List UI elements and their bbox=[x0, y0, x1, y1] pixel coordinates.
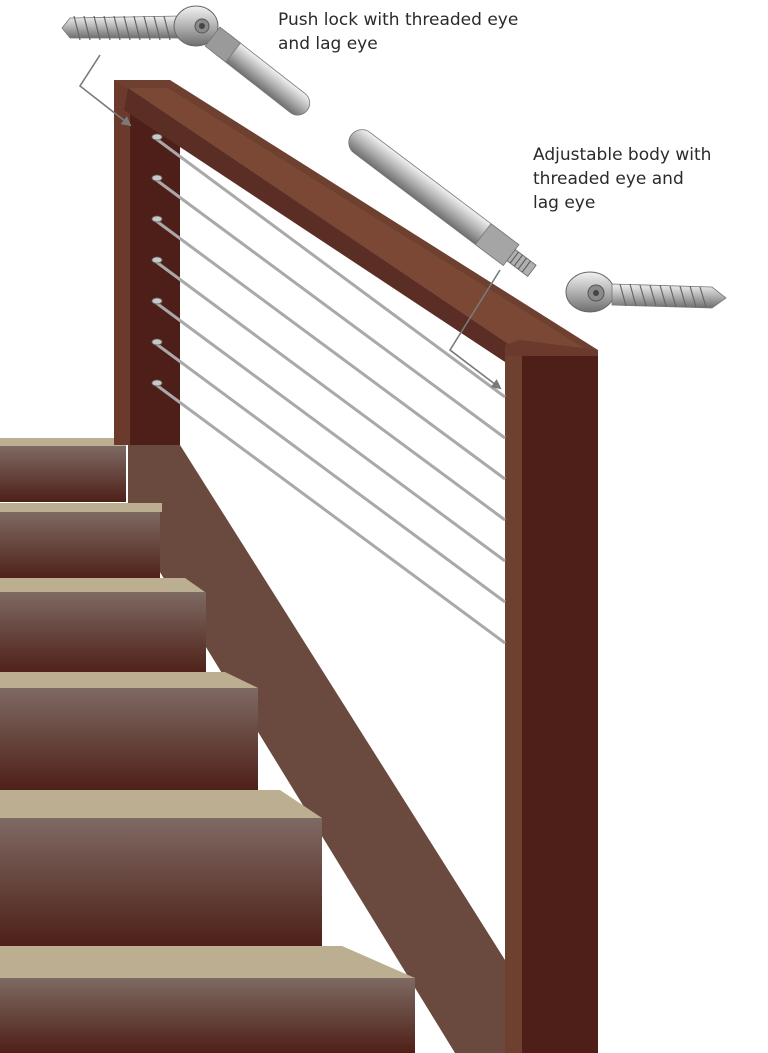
callout-line: Push lock with threaded eye bbox=[278, 10, 519, 30]
top-rail bbox=[114, 80, 598, 362]
stair-step bbox=[0, 503, 162, 580]
stair-steps bbox=[0, 438, 415, 1053]
cable bbox=[154, 218, 506, 481]
cable-end-fitting bbox=[151, 338, 163, 346]
adjustable-body-fitting bbox=[348, 129, 727, 313]
cable-end-fitting bbox=[151, 256, 163, 264]
cable-end-fitting bbox=[151, 133, 163, 141]
stair-stringer bbox=[128, 445, 505, 1053]
cable-end-fitting bbox=[151, 379, 163, 387]
push-lock-body-icon bbox=[204, 26, 311, 116]
push-lock-fitting bbox=[61, 5, 311, 116]
cable-group bbox=[151, 133, 506, 645]
cable-end-fitting bbox=[151, 174, 163, 182]
leader-arrow-adjustable-body bbox=[448, 269, 502, 390]
callout-line: Adjustable body with bbox=[533, 145, 712, 165]
cable bbox=[154, 341, 506, 604]
lag-screw-icon bbox=[611, 283, 727, 309]
stair-step bbox=[0, 790, 322, 946]
left-post bbox=[114, 80, 180, 445]
eye-joint-icon bbox=[173, 5, 219, 47]
lag-screw-icon bbox=[61, 15, 181, 41]
cable-end-fitting bbox=[151, 215, 163, 223]
leader-arrows bbox=[78, 54, 502, 390]
callout-line: lag eye bbox=[533, 193, 596, 213]
callout-push-lock: Push lock with threaded eye and lag eye bbox=[278, 8, 518, 56]
right-post bbox=[505, 340, 598, 1053]
cable bbox=[154, 382, 506, 645]
callout-adjustable-body: Adjustable body with threaded eye and la… bbox=[533, 143, 711, 215]
adjustable-body-icon bbox=[348, 129, 537, 277]
cable bbox=[154, 177, 506, 440]
stair-step bbox=[0, 946, 415, 1053]
cable bbox=[154, 300, 506, 563]
callout-line: threaded eye and bbox=[533, 169, 684, 189]
cable-end-fitting bbox=[151, 297, 163, 305]
stair-step bbox=[0, 672, 258, 790]
stair-step bbox=[0, 438, 126, 502]
stair-step bbox=[0, 578, 206, 674]
eye-joint-icon bbox=[565, 271, 615, 313]
cable bbox=[154, 259, 506, 522]
callout-line: and lag eye bbox=[278, 34, 378, 54]
cable bbox=[154, 136, 506, 399]
leader-arrow-push-lock bbox=[78, 54, 132, 127]
